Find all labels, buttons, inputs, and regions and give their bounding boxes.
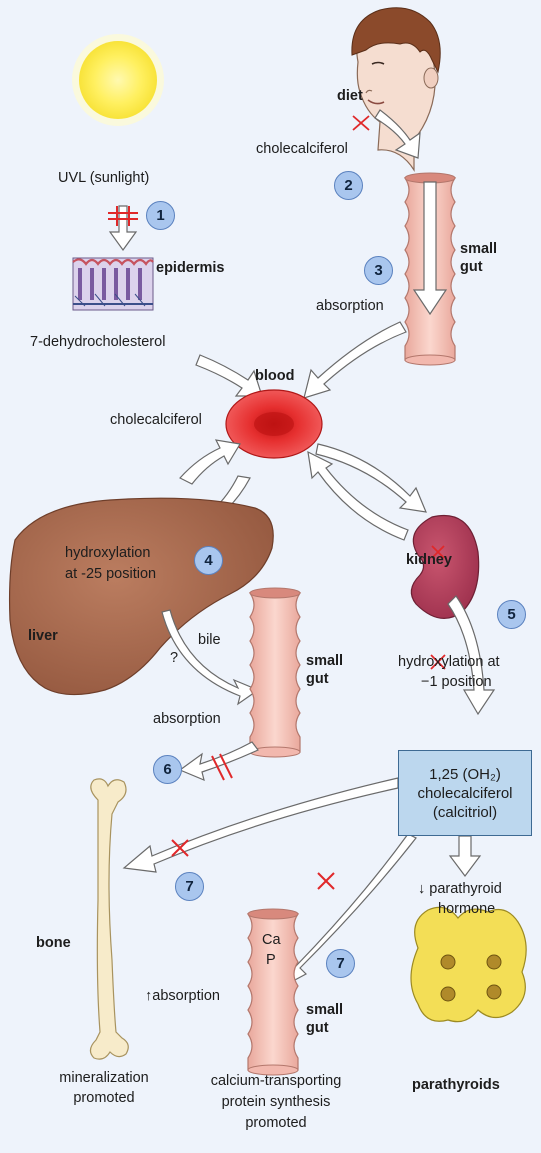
parathyroids-icon (411, 907, 526, 1021)
calcitriol-box-line-3: (calcitriol) (433, 803, 497, 822)
blood-label: blood (255, 368, 294, 385)
phosphate-label: P (266, 952, 276, 969)
bile-label: bile (198, 632, 221, 649)
parathyroids-label: parathyroids (412, 1077, 500, 1094)
box-to-parathyroid-arrow (450, 836, 480, 876)
boy-head-icon (352, 8, 440, 170)
question-mark-label: ? (170, 650, 178, 667)
small-gut-1-label-gut: gut (460, 259, 483, 276)
box-to-bone-arrow (124, 778, 398, 872)
parathyroid-hormone-label-b: hormone (438, 901, 495, 918)
diet-block-mark (353, 116, 369, 130)
small-gut-3-label-gut: gut (306, 1020, 329, 1037)
small-gut-2-label-gut: gut (306, 671, 329, 688)
calcium-label: Ca (262, 932, 281, 949)
calcium-transport-label-c: promoted (186, 1115, 366, 1132)
uvl-label: UVL (sunlight) (58, 170, 149, 187)
calcitriol-box: 1,25 (OH₂) cholecalciferol (calcitriol) (398, 750, 532, 836)
step-7-gut-badge: 7 (326, 949, 355, 978)
liver-icon (10, 498, 274, 694)
calcitriol-box-line-2: cholecalciferol (417, 784, 512, 803)
step-7-bone-badge: 7 (175, 872, 204, 901)
small-gut-tube-2 (250, 588, 300, 757)
bone-label: bone (36, 935, 71, 952)
hydroxylation-25-label-a: hydroxylation (65, 545, 150, 562)
gut-absorption-arrow (180, 742, 258, 780)
small-gut-2-label-small: small (306, 653, 343, 670)
calcium-transport-label-a: calcium-transporting (186, 1073, 366, 1090)
blood-cell-icon (226, 390, 322, 458)
diet-cholecalciferol-label: cholecalciferol (256, 141, 348, 158)
hydroxylation-25-label-b: at -25 position (65, 566, 156, 583)
liver-label: liver (28, 628, 58, 645)
kidney-label: kidney (406, 552, 452, 569)
mineralization-label-b: promoted (44, 1090, 164, 1107)
epidermis-icon (73, 258, 153, 310)
small-gut-3-label-small: small (306, 1002, 343, 1019)
absorption-2-label: absorption (153, 711, 221, 728)
step-3-badge: 3 (364, 256, 393, 285)
hydroxylation-1-label-b: −1 position (421, 674, 492, 691)
absorption-1-label: absorption (316, 298, 384, 315)
step-5-badge: 5 (497, 600, 526, 629)
gut-to-blood-arrow (304, 322, 406, 398)
hydroxylation-1-label-a: hydroxylation at (398, 654, 500, 671)
parathyroid-hormone-label-a: ↓ parathyroid (418, 881, 502, 898)
dehydrocholesterol-label: 7-dehydrocholesterol (30, 334, 165, 351)
step-1-badge: 1 (146, 201, 175, 230)
step-4-badge: 4 (194, 546, 223, 575)
step-6-badge: 6 (153, 755, 182, 784)
small-gut-1-label-small: small (460, 241, 497, 258)
diet-label: diet (337, 88, 363, 105)
skin-to-blood-arrow (196, 355, 262, 396)
mineralization-label-a: mineralization (44, 1070, 164, 1087)
bone-icon (90, 779, 128, 1059)
gut-block-mark (318, 873, 334, 889)
liver-to-blood-arrow (180, 440, 240, 484)
step-2-badge: 2 (334, 171, 363, 200)
blood-cholecalciferol-label: cholecalciferol (110, 412, 202, 429)
calcium-transport-label-b: protein synthesis (186, 1094, 366, 1111)
sun-icon (72, 34, 164, 126)
calcitriol-box-line-1: 1,25 (OH₂) (429, 765, 501, 784)
epidermis-label: epidermis (156, 260, 225, 277)
absorption-3-label: ↑absorption (145, 988, 220, 1005)
